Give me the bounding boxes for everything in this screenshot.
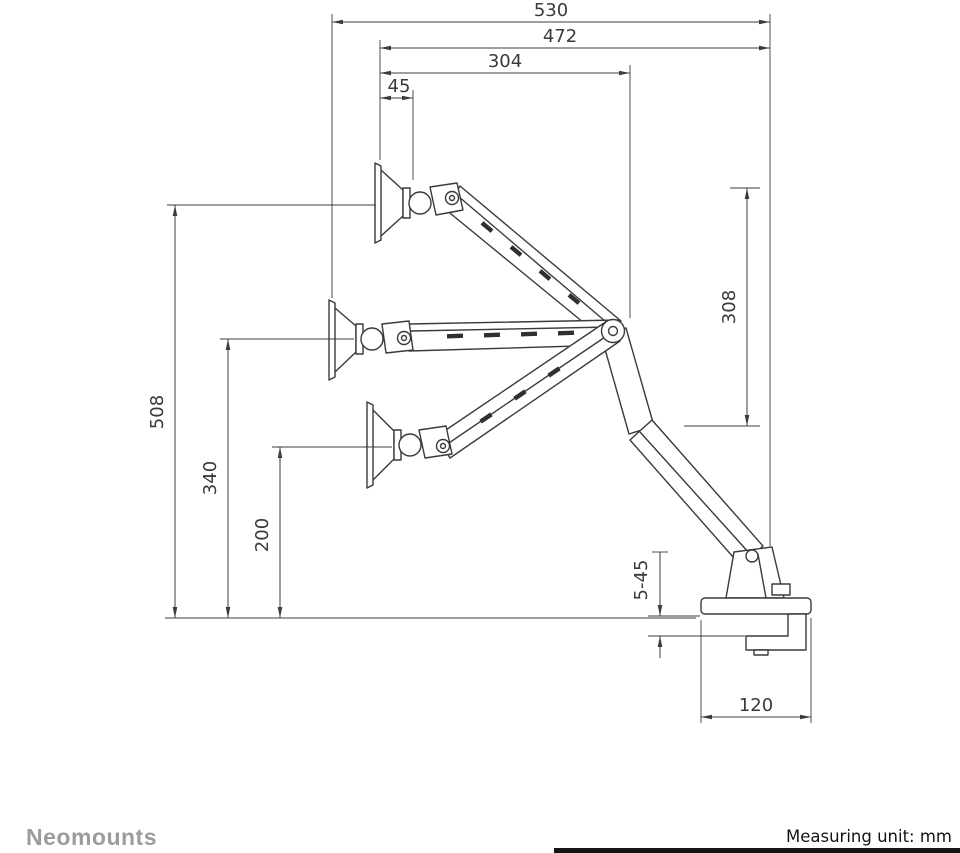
dim-label-308: 308 (719, 290, 740, 324)
vent-slot (509, 245, 523, 257)
dim-label-472: 472 (543, 26, 577, 47)
pivot-screw-center (448, 194, 456, 202)
vent-slot (538, 269, 552, 281)
mount-cone (372, 409, 395, 481)
brand-logo: Neomounts (26, 824, 157, 850)
vesa-mount-bottom (366, 401, 453, 489)
vesa-plate (374, 162, 382, 244)
dim-label-340: 340 (200, 461, 221, 495)
gas-spring-arm-and-base (600, 327, 812, 656)
arm-body (444, 185, 622, 342)
mount-cone (380, 169, 404, 237)
clamp-screw (753, 649, 769, 656)
vent-slot (446, 333, 464, 339)
forearm-detail-line (639, 431, 751, 555)
vesa-plate (328, 299, 336, 381)
pivot-screw-center (400, 334, 408, 342)
dim-label-120: 120 (739, 695, 773, 716)
vent-slot (520, 331, 538, 337)
measuring-unit-note: Measuring unit: mm (786, 827, 952, 846)
dimension-labels: 530 472 304 45 508 340 200 308 5-45 120 (147, 0, 773, 716)
dim-label-45: 45 (388, 76, 411, 97)
vent-slot (483, 332, 501, 338)
arm-edge-line (410, 326, 611, 332)
arm-edge-line (457, 195, 613, 328)
vent-slot (547, 366, 561, 378)
dimension-lines (165, 14, 812, 723)
forearm-pivot (745, 549, 759, 563)
footer-divider (554, 848, 960, 853)
vent-slot (480, 221, 494, 233)
dim-label-508: 508 (147, 395, 168, 429)
ball-joint (398, 433, 422, 457)
arm-middle-position (408, 319, 620, 352)
ball-joint (360, 327, 384, 351)
forearm-segment (629, 419, 764, 567)
pivot-screw-center (439, 442, 447, 450)
cable-clip (771, 583, 791, 596)
arm-top-position (444, 185, 622, 342)
elbow-inner (607, 325, 619, 337)
elbow-joint (600, 318, 626, 344)
clamp-top-plate (700, 597, 812, 615)
dim-label-304: 304 (488, 51, 522, 72)
vent-slot (557, 330, 575, 336)
dim-label-200: 200 (252, 518, 273, 552)
dim-label-530: 530 (534, 0, 568, 21)
vesa-plate (366, 401, 374, 489)
arm-edge-line (442, 332, 612, 448)
ball-joint (408, 191, 432, 215)
footer: Neomounts Measuring unit: mm (26, 824, 960, 853)
dim-label-5-45: 5-45 (631, 560, 652, 601)
base-post-detail (757, 553, 767, 599)
vesa-mount-middle (328, 299, 414, 381)
vent-slot (567, 293, 581, 305)
vesa-mount-top (374, 162, 464, 244)
vent-slot (513, 389, 527, 401)
desk-clamp (745, 613, 807, 651)
vent-slot (479, 412, 493, 424)
mount-cone (334, 307, 357, 373)
